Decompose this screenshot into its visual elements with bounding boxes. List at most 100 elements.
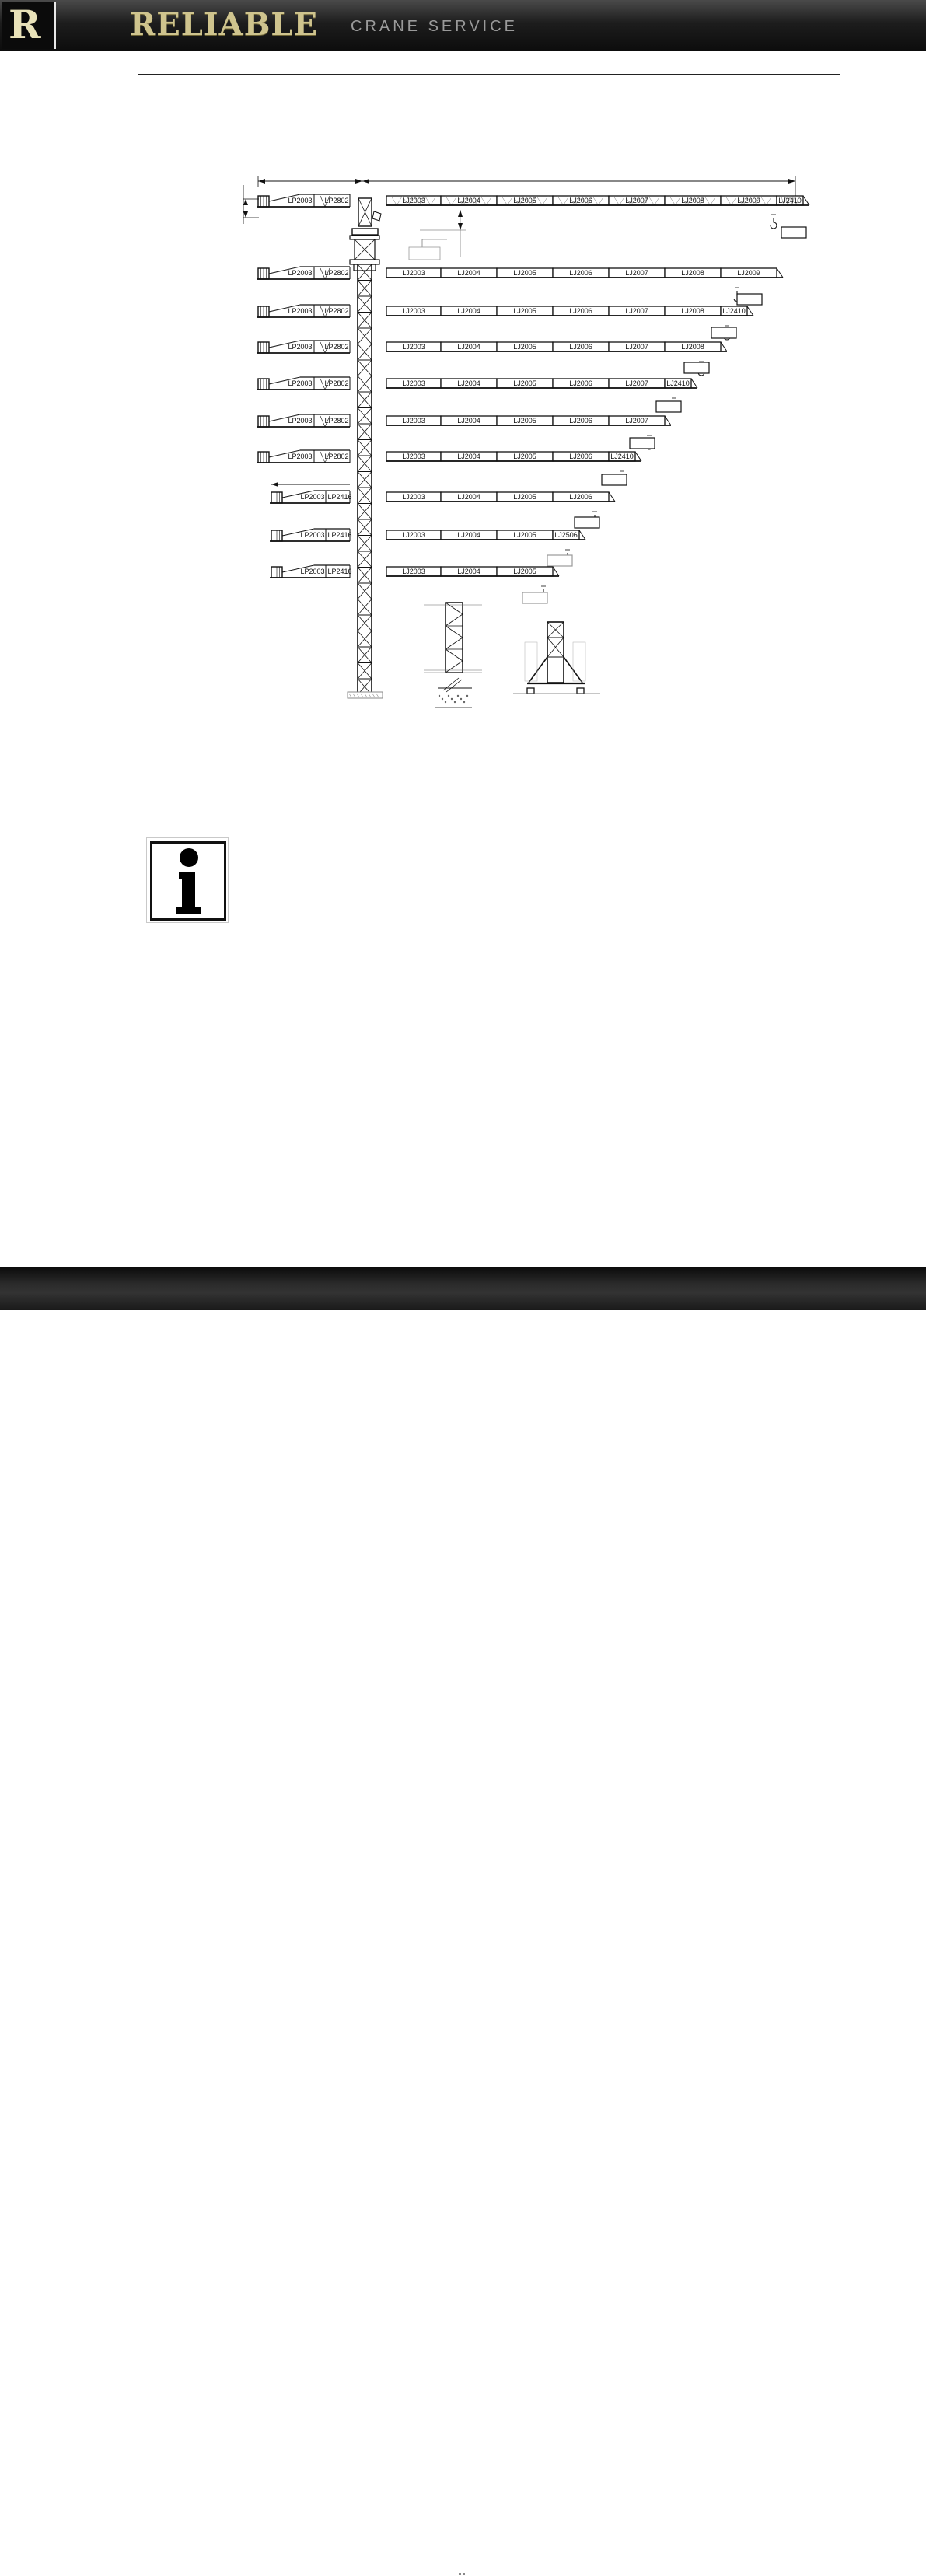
climbing-collar (349, 259, 380, 265)
jib-section-label: LJ2004 (457, 417, 480, 425)
jib-tip (720, 341, 728, 352)
jib-lattice (636, 195, 643, 206)
jib-section-label: LJ2003 (402, 197, 425, 204)
jib-lattice (791, 195, 795, 206)
jib-section-label: LJ2009 (737, 197, 760, 204)
jib-lattice (430, 195, 437, 206)
jib-lattice (445, 195, 452, 206)
counter-jib-section-label: LP2802 (324, 453, 348, 460)
foundation-hatch (356, 693, 360, 698)
foundation-hatch (368, 693, 372, 698)
jib-tip (746, 306, 754, 316)
jib-section-label: LJ2410 (610, 453, 634, 460)
jib-lattice (402, 195, 408, 206)
mast-brace (357, 439, 372, 456)
page-footer (0, 1267, 926, 2575)
counter-jib-section-label: LP2003 (300, 568, 324, 575)
dimension-arrow (788, 179, 795, 184)
jib-lattice (788, 195, 791, 206)
jib-section-label: LJ2004 (457, 531, 480, 539)
counter-jib-brace (324, 378, 330, 390)
page-number-mark (459, 2573, 465, 2575)
gravel-hatch (447, 694, 450, 697)
jib-section-label: LJ2006 (569, 417, 592, 425)
mast-brace (357, 280, 372, 297)
jib-section-label: LJ2007 (625, 307, 648, 315)
load-tag (711, 327, 737, 339)
jib-section-label: LJ2005 (513, 417, 536, 425)
brand-name: RELIABLE (130, 6, 319, 43)
counter-jib-section-label: LP2416 (327, 568, 351, 575)
dimension-arrow (458, 223, 463, 230)
counter-jib-tie (281, 490, 315, 498)
mast-detail-brace (445, 602, 463, 615)
jib-lattice (766, 195, 773, 206)
load-tag (522, 592, 548, 604)
counter-jib-brace (320, 195, 326, 208)
jib-section-label: LJ2005 (513, 531, 536, 539)
jib-lattice (687, 195, 694, 206)
jib-lattice (704, 195, 711, 206)
counter-jib-brace (320, 415, 326, 428)
jib-section-label: LJ2004 (457, 343, 480, 351)
jib-section-label: LJ2008 (681, 269, 704, 277)
page-header: R RELIABLE CRANE SERVICE (0, 0, 926, 51)
counter-jib-section-label: LP2003 (288, 379, 312, 387)
counter-jib-tie (268, 194, 301, 202)
jib-section-label: LJ2006 (569, 197, 592, 204)
load-tag (574, 516, 600, 529)
counter-jib-section-label: LP2802 (324, 307, 348, 315)
mast-brace (357, 423, 372, 440)
counter-jib-section-label: LP2003 (288, 453, 312, 460)
cab-brace (354, 239, 376, 260)
counter-jib-section-label: LP2003 (288, 307, 312, 315)
jib-lattice (536, 195, 543, 206)
jib-section-label: LJ2008 (681, 307, 704, 315)
jib-lattice (654, 195, 661, 206)
gravel-hatch (460, 697, 463, 701)
tower-head-brace (358, 197, 372, 227)
foundation-hatch (352, 693, 356, 698)
counter-jib-section-label: LP2802 (324, 197, 348, 204)
foundation-hatch (348, 693, 352, 698)
gravel-hatch (450, 697, 453, 701)
mast-brace (357, 662, 372, 680)
slewing-plate (349, 235, 380, 240)
jib-section-label: LJ2004 (457, 197, 480, 204)
jib-section-label: LJ2008 (681, 343, 704, 351)
slewing-ring (351, 228, 379, 236)
jib-lattice (794, 195, 797, 206)
jib-lattice (613, 195, 620, 206)
counter-jib-section-label: LP2802 (324, 269, 348, 277)
jib-lattice (530, 195, 537, 206)
dimension-arrow (243, 199, 248, 205)
jib-section-label: LJ2006 (569, 343, 592, 351)
jib-tip (608, 491, 616, 502)
counter-jib-tie (268, 376, 301, 385)
jib-section-label: LJ2008 (681, 197, 704, 204)
jib-section-label: LJ2004 (457, 307, 480, 315)
counter-jib-section-label: LP2003 (300, 493, 324, 501)
counter-jib-section-label: LP2802 (324, 417, 348, 425)
mast-brace (357, 567, 372, 584)
foundation-hatch (376, 693, 379, 698)
brand-tagline: CRANE SERVICE (351, 18, 519, 35)
load-tag (736, 293, 763, 306)
jib-tip (634, 451, 642, 462)
jib-lattice (619, 195, 626, 206)
jib-lattice (456, 195, 463, 206)
mast-brace (357, 391, 372, 408)
jib-tip (690, 378, 698, 389)
gravel-hatch (456, 694, 460, 697)
jib-lattice (743, 195, 750, 206)
counter-jib-brace (324, 306, 330, 318)
counter-jib-brace (320, 341, 326, 354)
jib-lattice (675, 195, 682, 206)
jib-section-label: LJ2007 (625, 417, 648, 425)
jib-lattice (680, 195, 687, 206)
dimension-arrow (271, 482, 278, 487)
counter-jib-section-label: LP2003 (300, 531, 324, 539)
counter-jib-tie (281, 564, 315, 573)
mast-foundation (347, 691, 383, 699)
